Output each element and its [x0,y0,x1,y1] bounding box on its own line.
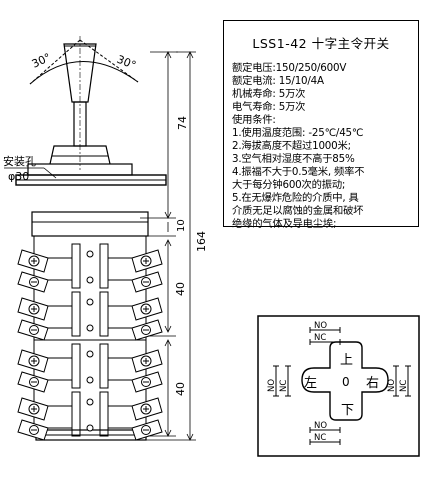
contact-bottom-2 [309,439,341,445]
spec-line: 额定电流: 15/10/4A [232,75,324,87]
contact-label-no: NO [267,379,277,392]
spec-line: 5.在无爆炸危险的介质中, 具 [232,192,359,204]
direction-right: 右 [366,376,379,391]
dim-40-lower-label: 40 [174,382,187,396]
mount-hole-label: 安装孔 [3,154,36,168]
insulator-left [71,243,81,289]
contact-label-no: NO [314,321,327,331]
insulator-right [99,243,109,289]
spec-line: 2.海拔高度不超过1000米; [232,140,351,152]
center-screw [86,398,94,406]
insulator-left [71,391,81,437]
contact-terminal [108,349,163,393]
dim-10-label: 10 [176,219,187,232]
contact-top-2 [309,339,341,345]
contact-terminal [17,349,72,393]
spec-line: 4.振福不大于0.5毫米, 频率不 [232,166,365,178]
contact-top-1 [309,327,341,333]
mount-hole-dia: φ30 [8,170,29,183]
cross-symbol [301,341,389,421]
angle-right-label: 30° [115,53,138,72]
dim-74-label: 74 [176,116,189,130]
dim-164-label: 164 [195,231,208,252]
contact-label-nc: NC [314,433,326,443]
spec-title: LSS1-42 十字主令开关 [252,36,390,51]
direction-center: 0 [342,375,350,389]
contact-terminal [17,249,72,293]
contact-label-no: NO [387,379,397,392]
contact-left-1 [273,365,279,397]
contact-right-2 [405,365,411,397]
insulator-right [99,291,109,337]
spec-line: 介质无足以腐蚀的金属和破坏 [232,205,364,217]
switch-schematic [257,315,420,457]
center-screw [86,276,94,284]
contact-label-no: NO [314,421,327,431]
center-screw [86,376,94,384]
direction-up: 上 [340,353,353,368]
insulator-left [71,343,81,389]
contact-terminal [108,397,163,441]
contact-terminal [108,297,163,341]
center-screw [86,350,94,358]
spec-line: 电气寿命: 5万次 [232,101,306,113]
direction-down: 下 [341,403,354,418]
angle-left-label: 30° [30,51,53,71]
center-screw [86,250,94,258]
spec-line: 机械寿命: 5万次 [232,88,306,100]
spec-line: 大于每分钟600次的振动; [232,179,346,191]
insulator-left [71,291,81,337]
spec-line: 3.空气相对湿度不高于85% [232,153,355,165]
insulator-right [99,343,109,389]
center-screw [86,424,94,432]
contact-label-nc: NC [314,333,326,343]
contact-terminal [17,297,72,341]
spec-line: 额定电压:150/250/600V [232,62,347,74]
contact-right-1 [393,365,399,397]
contact-bottom-1 [309,427,341,433]
contact-label-nc: NC [279,380,289,392]
direction-left: 左 [304,376,317,391]
insulator-right [99,391,109,437]
boot-dome [49,145,111,165]
contact-terminal [108,249,163,293]
center-screw [86,298,94,306]
angle-arc [29,61,139,85]
contact-label-nc: NC [399,380,409,392]
spec-line: 1.使用温度范围: -25℃/45℃ [232,127,364,139]
schematic-frame [257,315,420,457]
spec-line: 使用条件: [232,114,276,126]
center-screw [86,324,94,332]
contact-terminal [17,397,72,441]
dim-40-upper-label: 40 [174,282,187,296]
contact-blocks [17,243,163,441]
spec-line: 绝缘的气体及导电尘埃; [232,218,337,230]
contact-left-2 [285,365,291,397]
